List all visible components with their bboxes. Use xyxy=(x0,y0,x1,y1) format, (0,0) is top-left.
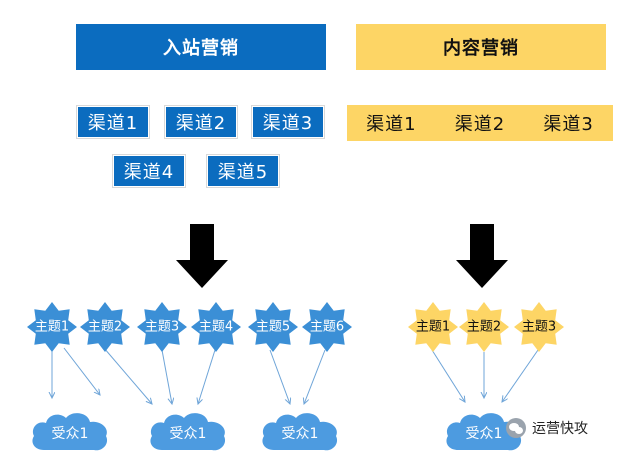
down-arrow-inbound xyxy=(176,224,228,288)
content-topic-2: 主题2 xyxy=(467,320,501,335)
content-channel-3: 渠道3 xyxy=(543,114,594,135)
content-audience-1: 受众1 xyxy=(466,426,503,442)
inbound-topic-1: 主题1 xyxy=(35,320,69,335)
inbound-topic-4: 主题4 xyxy=(199,320,233,335)
inbound-channel-1: 渠道1 xyxy=(77,106,149,138)
content-topic-1: 主题1 xyxy=(416,320,450,335)
inbound-audience-3: 受众1 xyxy=(282,426,319,442)
connector-lines xyxy=(52,347,539,404)
content-channel-strip: 渠道1 渠道2 渠道3 xyxy=(347,105,613,141)
inbound-channel-4: 渠道4 xyxy=(113,155,185,187)
inbound-topic-5: 主题5 xyxy=(256,320,290,335)
content-channel-2: 渠道2 xyxy=(454,114,506,135)
inbound-topic-stars xyxy=(27,302,352,352)
inbound-channel-2: 渠道2 xyxy=(165,106,237,138)
watermark-text: 运营快攻 xyxy=(532,421,588,437)
content-topic-3: 主题3 xyxy=(522,320,556,335)
content-marketing-header: 内容营销 xyxy=(356,24,606,70)
inbound-audience-2: 受众1 xyxy=(170,426,207,442)
inbound-marketing-header: 入站营销 xyxy=(76,24,326,70)
inbound-channel-5: 渠道5 xyxy=(207,155,279,187)
inbound-topic-3: 主题3 xyxy=(145,320,179,335)
inbound-topic-2: 主题2 xyxy=(88,320,122,335)
audience-clouds xyxy=(32,413,522,451)
watermark: 运营快攻 xyxy=(506,418,588,438)
inbound-audience-1: 受众1 xyxy=(52,426,89,442)
content-channel-1: 渠道1 xyxy=(366,114,417,135)
wechat-icon xyxy=(506,418,526,438)
inbound-channel-3: 渠道3 xyxy=(252,106,324,138)
down-arrow-content xyxy=(456,224,508,288)
inbound-topic-6: 主题6 xyxy=(310,320,344,335)
